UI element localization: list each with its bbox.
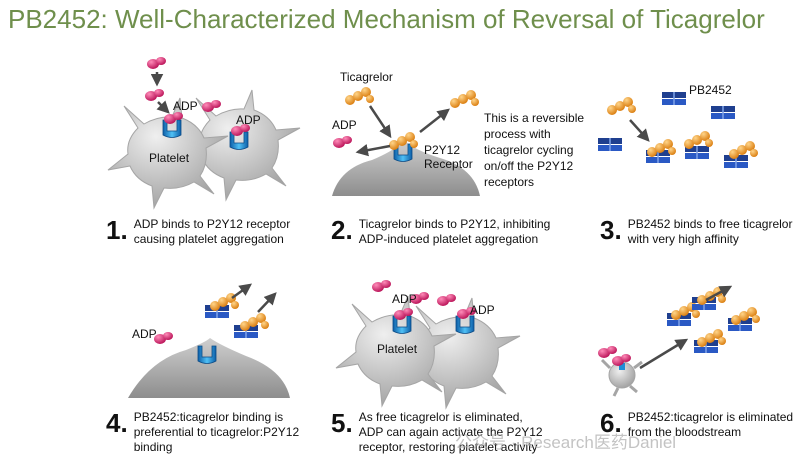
receptor-label-line1: P2Y12 (424, 143, 461, 157)
step-caption: PB2452 binds to free ticagrelor with ver… (627, 217, 793, 246)
panel-4-art (128, 283, 290, 398)
adp-label-p2: ADP (332, 118, 357, 132)
adp-label-p1b: ADP (236, 113, 261, 127)
step-6: 6. PB2452:ticagrelor is eliminated from … (600, 410, 793, 440)
step-number: 6. (600, 408, 622, 438)
step-number: 2. (331, 215, 353, 245)
step-caption: ADP binds to P2Y12 receptor causing plat… (133, 217, 291, 246)
step-number: 5. (331, 408, 353, 438)
step-2: 2. Ticagrelor binds to P2Y12, inhibiting… (331, 217, 550, 247)
step-caption: PB2452:ticagrelor binding is preferentia… (133, 410, 300, 454)
receptor-label-line2: Receptor (424, 157, 473, 171)
step-1: 1. ADP binds to P2Y12 receptor causing p… (106, 217, 290, 247)
panel-5-art (335, 280, 521, 409)
ticagrelor-label: Ticagrelor (340, 70, 393, 84)
step-number: 3. (600, 215, 622, 245)
adp-label-p4: ADP (132, 327, 157, 341)
platelet-label-p5: Platelet (377, 342, 418, 356)
adp-label-p5b: ADP (470, 303, 495, 317)
step-5: 5. As free ticagrelor is eliminated, ADP… (331, 410, 543, 455)
step-caption: Ticagrelor binds to P2Y12, inhibiting AD… (358, 217, 551, 246)
page-title: PB2452: Well-Characterized Mechanism of … (8, 4, 765, 34)
step-number: 4. (106, 408, 128, 438)
step-number: 1. (106, 215, 128, 245)
adp-label-p5a: ADP (392, 292, 417, 306)
panel-1-art (107, 57, 301, 209)
step-caption: PB2452:ticagrelor is eliminated from the… (627, 410, 794, 439)
panel-2-art (332, 87, 480, 196)
step-caption: As free ticagrelor is eliminated, ADP ca… (358, 410, 543, 454)
adp-label-p1a: ADP (173, 99, 198, 113)
platelet-label-p1: Platelet (149, 151, 190, 165)
pb2452-label: PB2452 (689, 83, 732, 97)
panel-6-art (598, 285, 760, 397)
watermark: 公众号 · Research医药Daniel (455, 433, 677, 452)
panel-3-art (597, 91, 758, 169)
reversible-note: This is a reversible process with ticagr… (484, 111, 585, 189)
step-4: 4. PB2452:ticagrelor binding is preferen… (106, 410, 299, 455)
step-3: 3. PB2452 binds to free ticagrelor with … (600, 217, 792, 247)
